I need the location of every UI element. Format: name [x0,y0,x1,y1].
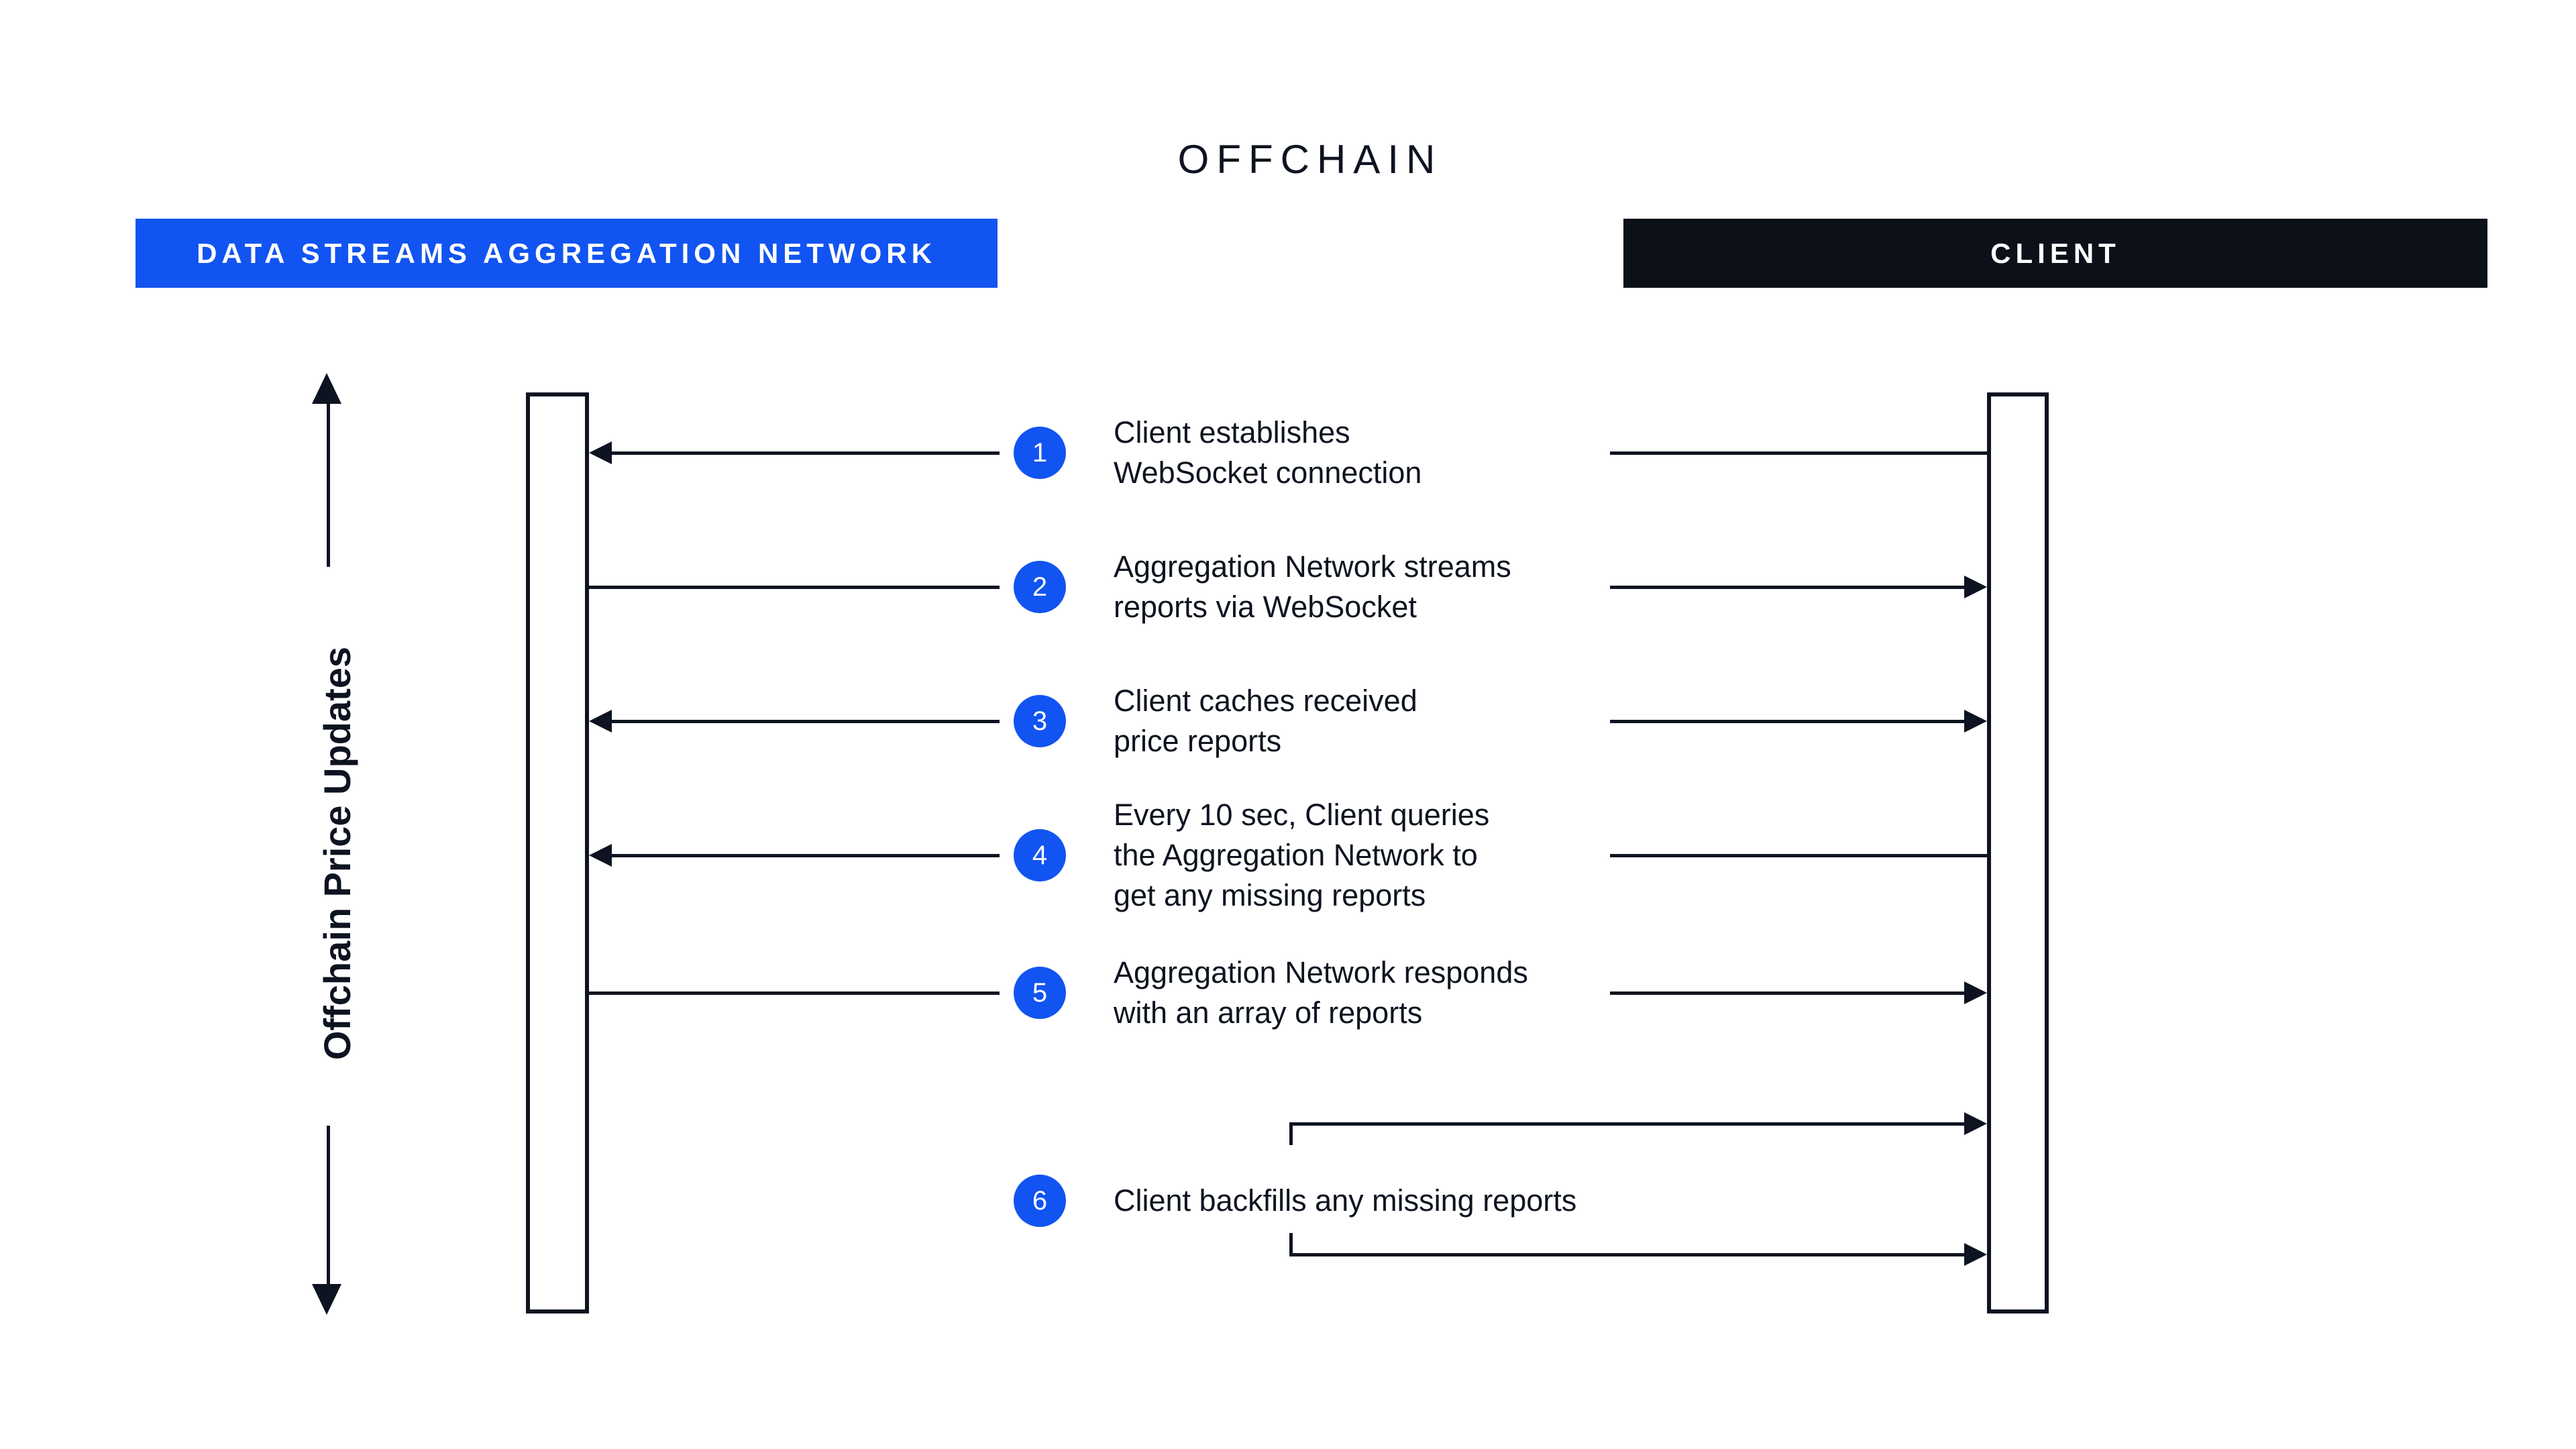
loop-top-line [1289,1122,1964,1126]
axis-arrow-down-icon [312,1284,341,1315]
arrowhead-right-icon [1964,576,1987,598]
axis-arrow-up-shaft [327,401,330,567]
arrowhead-right-icon [1964,710,1987,733]
step-text-line: Every 10 sec, Client queries [1114,798,1490,832]
message-line-right [1610,991,1964,995]
arrowhead-left-icon [589,710,612,733]
message-line-left [589,991,1000,995]
loop-top-stub [1289,1124,1293,1145]
arrowhead-right-icon [1964,1112,1987,1135]
step-text-line: Aggregation Network streams [1114,549,1511,584]
message-line-right [1610,854,1987,857]
step-text-line: Client establishes [1114,415,1350,449]
message-line-right [1610,451,1987,455]
step-description: Client caches received price reports [1114,681,1417,761]
page-title: OFFCHAIN [1177,137,1443,182]
message-line-left [609,720,1000,723]
step-text-line: get any missing reports [1114,878,1426,912]
step-text-line: price reports [1114,724,1282,758]
message-line-right [1610,586,1964,589]
step-text-line: Client caches received [1114,684,1417,718]
step-number-badge: 3 [1014,695,1066,747]
message-line-left [609,451,1000,455]
step-text-line: the Aggregation Network to [1114,838,1478,872]
step-text-line: WebSocket connection [1114,455,1422,490]
step-number-badge: 6 [1014,1175,1066,1227]
message-line-left [609,854,1000,857]
step-text-line: with an array of reports [1114,996,1423,1030]
axis-label: Offchain Price Updates [315,646,358,1061]
step-text-line: reports via WebSocket [1114,590,1417,624]
step-text-line: Aggregation Network responds [1114,955,1528,989]
step-number-badge: 2 [1014,561,1066,613]
arrowhead-left-icon [589,844,612,867]
arrowhead-left-icon [589,441,612,464]
message-line-left [589,586,1000,589]
arrowhead-right-icon [1964,1243,1987,1266]
step-description: Every 10 sec, Client queries the Aggrega… [1114,795,1489,916]
arrowhead-right-icon [1964,981,1987,1004]
step-number-badge: 1 [1014,427,1066,479]
banner-aggregation-network: DATA STREAMS AGGREGATION NETWORK [136,219,998,288]
loop-bottom-line [1289,1253,1964,1256]
step-text-line: Client backfills any missing reports [1114,1183,1577,1218]
step-description: Client establishes WebSocket connection [1114,413,1421,493]
message-line-right [1610,720,1964,723]
lifeline-client [1987,392,2049,1313]
axis-arrow-up-icon [312,373,341,404]
axis-arrow-down-shaft [327,1126,330,1287]
loop-bottom-stub [1289,1233,1293,1254]
step-number-badge: 4 [1014,829,1066,881]
step-description: Client backfills any missing reports [1114,1181,1576,1221]
step-number-badge: 5 [1014,967,1066,1019]
step-description: Aggregation Network responds with an arr… [1114,953,1528,1033]
step-description: Aggregation Network streams reports via … [1114,547,1511,627]
banner-client: CLIENT [1623,219,2487,288]
lifeline-aggregation-network [526,392,589,1313]
